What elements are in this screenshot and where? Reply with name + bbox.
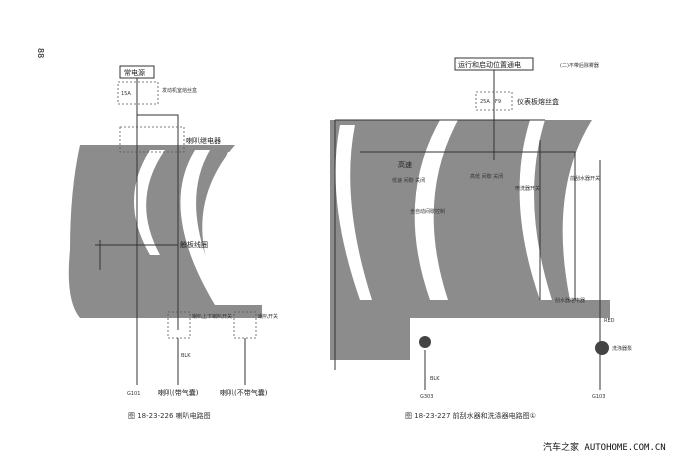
washer-pump-label: 洗涤器泵 [612, 345, 632, 352]
variant-note: (二)不带后除雾器 [560, 62, 599, 69]
ground-label: G101 [127, 391, 140, 397]
switch-2-label: 喇叭开关 [258, 313, 278, 320]
high-low-label: 高低 间歇 关闭 [470, 173, 503, 180]
wiper-circuit-diagram: 运行和启动位置通电 (二)不带后除雾器 25A F9 仪表板熔丝盒 高速 低速 … [330, 57, 632, 420]
high-speed-label: 高速 [398, 160, 412, 169]
gray-band [68, 145, 262, 318]
relay-label: 刮水器继电器 [555, 297, 585, 304]
horn-circuit-diagram: 常电源 15A 发动机室熔丝盒 喇叭继电器 触板线圈 喇叭上下喇叭开关 喇叭开关… [68, 65, 278, 420]
power-source-label: 常电源 [124, 68, 145, 77]
delay-control-label: 全自动间歇控制 [410, 208, 445, 215]
washer-pump-motor-icon [595, 341, 609, 355]
washer-switch-label: 喷洗器开关 [515, 185, 540, 192]
wire-color-blk: BLK [181, 353, 191, 359]
watermark: 汽车之家 AUTOHOME.COM.CN [543, 443, 666, 453]
fuse-box-label: 发动机室熔丝盒 [162, 87, 197, 94]
wire-color-blk: BLK [430, 376, 440, 382]
fuse-rating: 15A [121, 91, 131, 97]
horn-without-airbag: 喇叭(不带气囊) [220, 388, 268, 397]
right-caption: 图 18-23-227 前刮水器和洗涤器电路图① [405, 411, 536, 420]
ground-2-label: G103 [592, 394, 605, 400]
relay-label: 喇叭继电器 [186, 136, 221, 145]
ground-1-label: G303 [420, 394, 433, 400]
wire-color-red: RED [604, 318, 615, 324]
left-caption: 图 18-23-226 喇叭电路图 [128, 411, 211, 420]
power-source-label: 运行和启动位置通电 [458, 60, 521, 69]
wiper-switch-label: 前刮水器开关 [570, 175, 600, 182]
fuse-rating: 25A [480, 99, 490, 105]
gray-band [330, 120, 592, 300]
low-off-label: 低速 间歇 关闭 [392, 177, 425, 184]
fuse-box-label: 仪表板熔丝盒 [517, 97, 559, 106]
wiper-motor-icon [419, 336, 431, 348]
horn-with-airbag: 喇叭(带气囊) [158, 388, 199, 397]
switch-1-label: 喇叭上下喇叭开关 [192, 313, 232, 320]
page-number: 88 [36, 48, 45, 58]
coil-label: 触板线圈 [180, 240, 208, 249]
fuse-id: F9 [495, 99, 501, 105]
